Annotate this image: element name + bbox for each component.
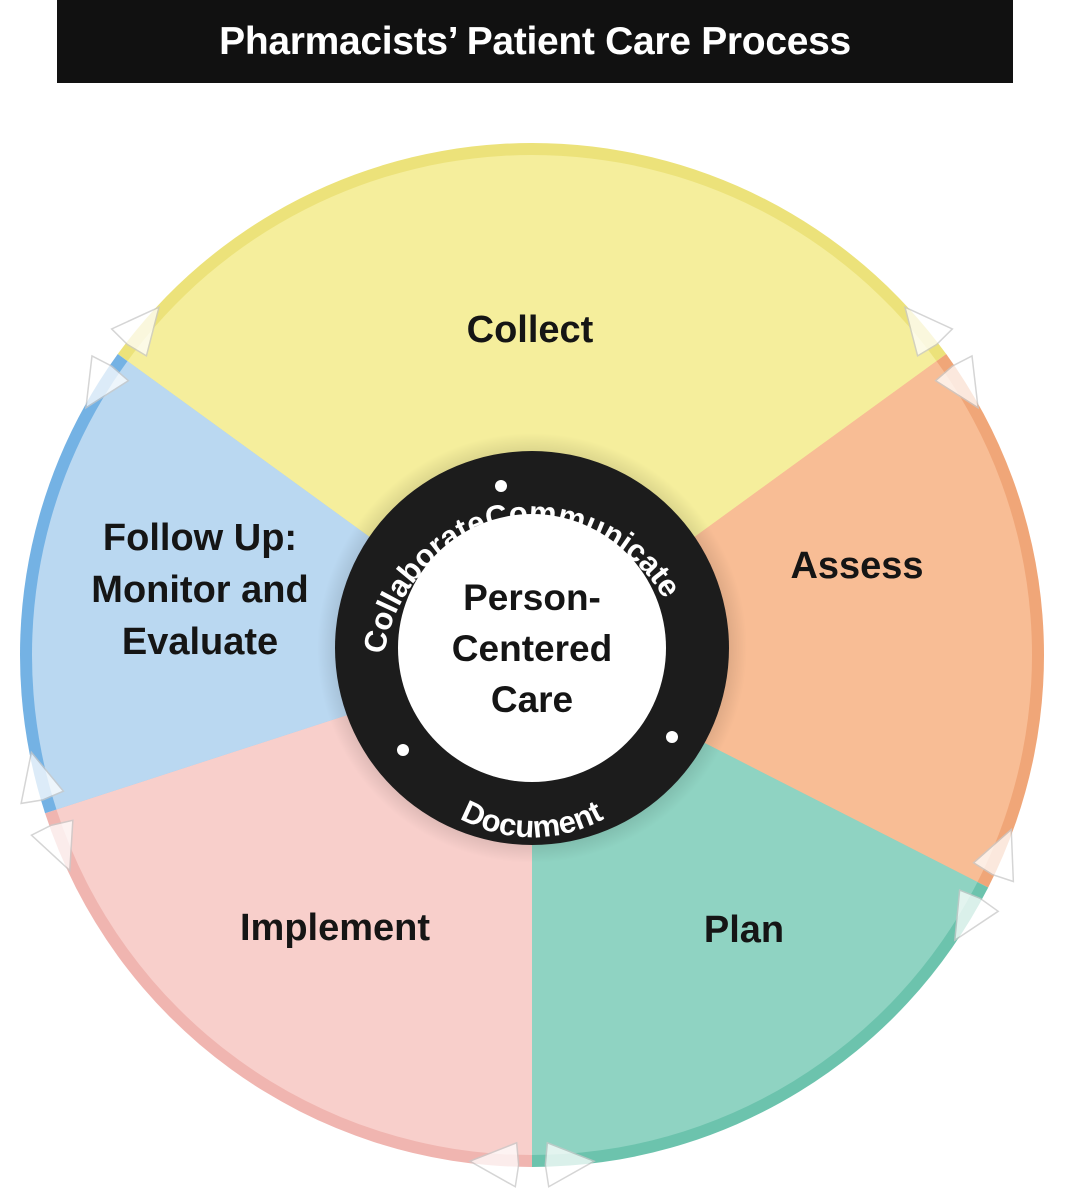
segment-label-line: Implement xyxy=(240,907,430,949)
segment-label-line: Evaluate xyxy=(122,621,278,663)
arrow-head xyxy=(544,1141,596,1188)
arrow-head xyxy=(85,354,130,410)
segment-label-implement: Implement xyxy=(240,907,430,949)
center-line-3: Care xyxy=(491,679,573,720)
arrow-head xyxy=(468,1141,520,1188)
cycle-arrow xyxy=(468,1141,596,1188)
segment-label-line: Collect xyxy=(467,309,594,351)
title-bar: Pharmacists’ Patient Care Process xyxy=(57,0,1013,83)
segment-label-plan: Plan xyxy=(704,909,784,951)
cycle-arrows xyxy=(20,305,1015,1188)
ring-dot xyxy=(495,480,507,492)
ring-dot xyxy=(666,731,678,743)
segment-label-collect: Collect xyxy=(467,309,594,351)
center-circle xyxy=(398,514,666,782)
diagram-title: Pharmacists’ Patient Care Process xyxy=(219,19,851,63)
segment-label-assess: Assess xyxy=(790,545,923,587)
arrow-head xyxy=(934,354,979,410)
segment-collect xyxy=(127,154,937,655)
arrow-head xyxy=(110,305,161,358)
arrow-head xyxy=(903,305,954,358)
segment-assess xyxy=(532,361,1032,882)
arrow-head xyxy=(953,889,1000,942)
arrow-head xyxy=(972,827,1015,883)
segment-label-line: Plan xyxy=(704,909,784,951)
cycle-arrow xyxy=(20,750,74,873)
segment-label-line: Follow Up: xyxy=(103,517,297,559)
arrow-head xyxy=(20,750,65,805)
segment-follow-up xyxy=(32,361,533,810)
segment-label-line: Assess xyxy=(790,545,923,587)
cycle-arrow xyxy=(953,827,1015,942)
arrow-head xyxy=(30,819,74,873)
center-line-1: Person- xyxy=(463,577,601,618)
cycle-arrow xyxy=(903,305,979,410)
center-line-2: Centered xyxy=(452,628,612,669)
segment-label-line: Monitor and xyxy=(91,569,308,611)
ring-dot xyxy=(397,744,409,756)
cycle-arrow xyxy=(85,305,161,410)
